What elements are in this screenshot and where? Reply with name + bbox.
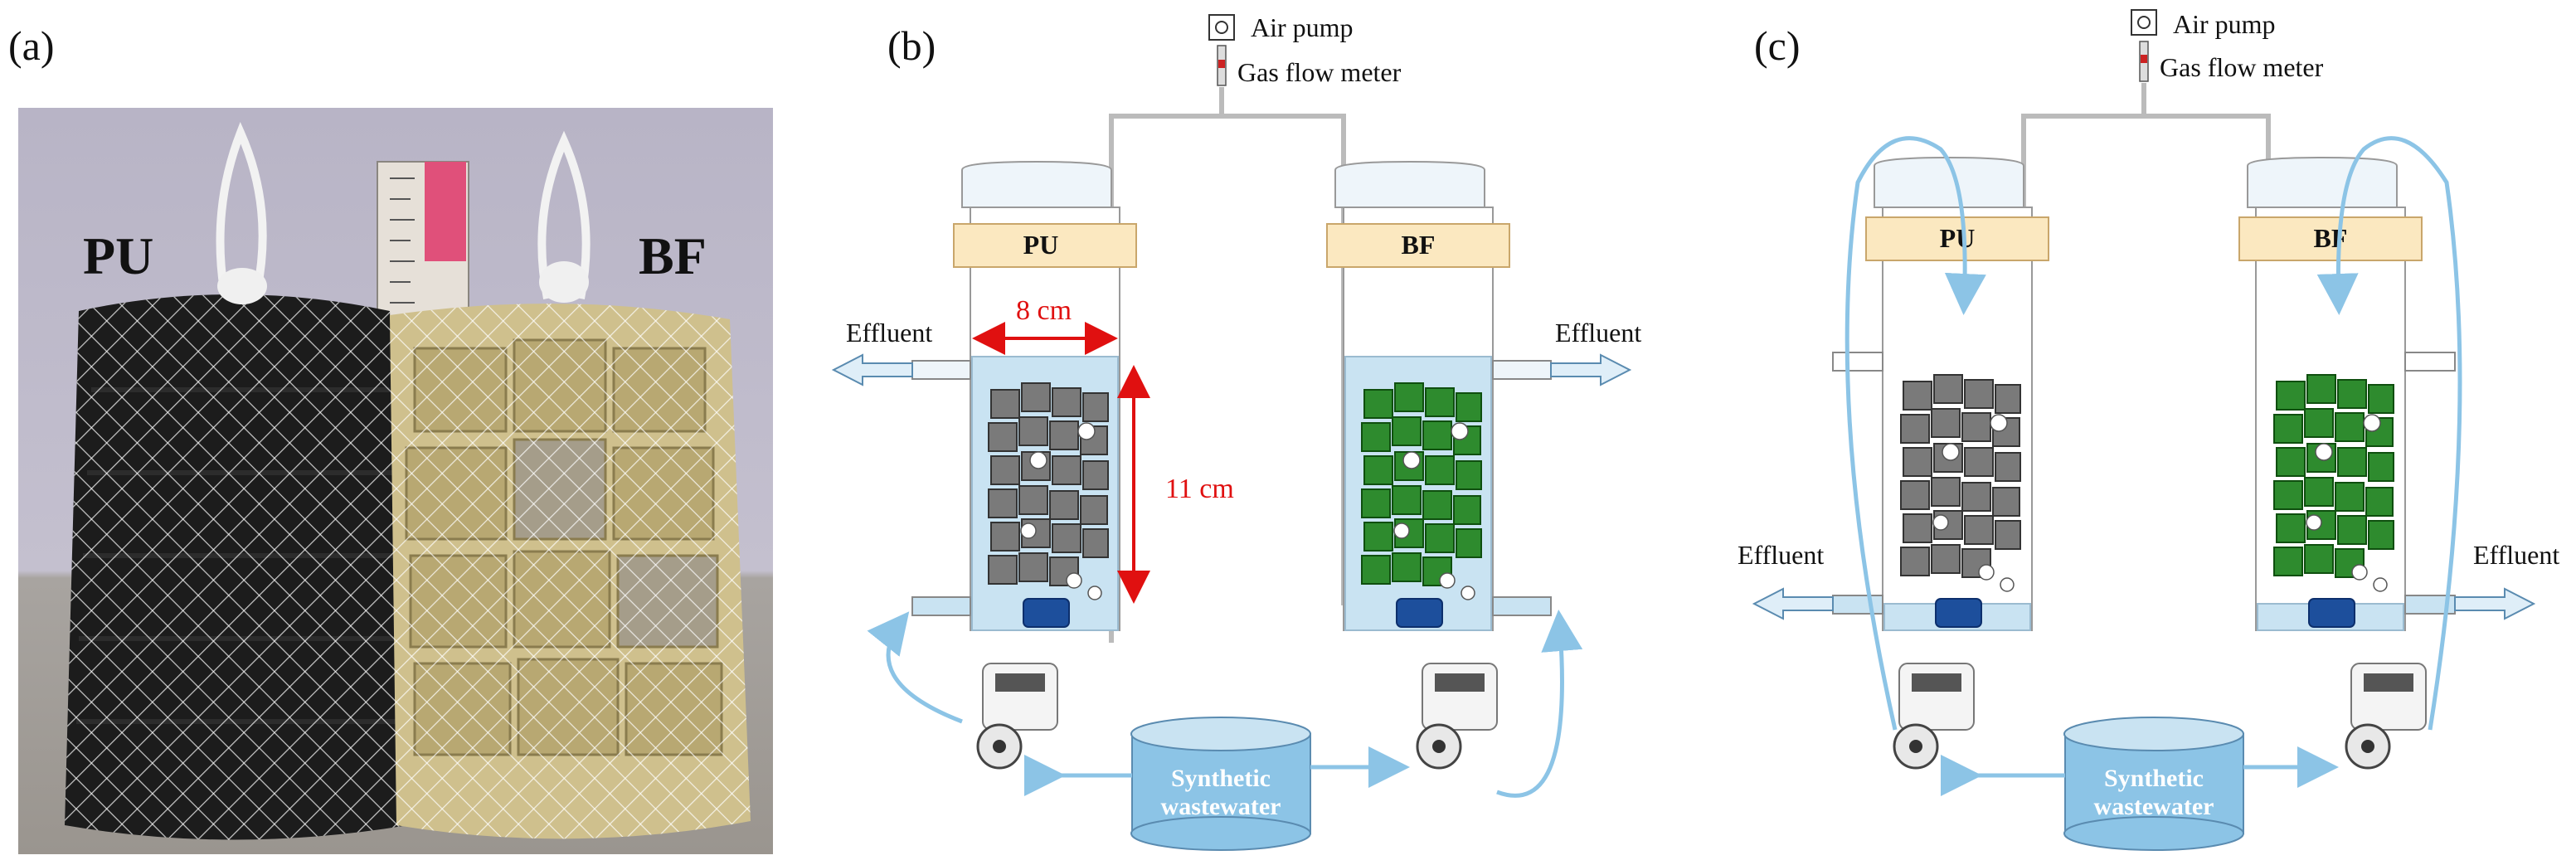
photo-label-bf: BF [639,226,707,285]
reactor-tag-label-bf: BF [1402,230,1436,260]
bf-cubes [1361,382,1482,586]
reactor-bf-c: BF [2238,156,2456,631]
reactor-tag-label-bf-c: BF [2314,223,2348,253]
tank-label-line1: Synthetic [1171,765,1271,792]
effluent-label-left-c: Effluent [1738,540,1824,570]
panel-a-label: (a) [8,22,55,69]
air-pump-icon [1208,14,1235,41]
inflow-pipe-right [1496,610,1583,798]
recirculation-pipe-left-c [1845,136,1986,731]
width-dimension-label: 8 cm [1016,295,1072,326]
inflow-pipe-left [867,611,963,724]
tank-label-line1-c: Synthetic [2104,765,2204,792]
reactor-pu: PU [911,160,1137,631]
effluent-arrow-left [831,353,913,386]
peristaltic-pump-left [976,663,1058,770]
pu-sponge-bag [65,121,408,840]
reactor-tag [953,223,1137,268]
photo-label-pu: PU [83,226,153,285]
peristaltic-pump-left-c [1893,663,1975,770]
panel-a: (a) [8,22,773,854]
gas-line-right [1222,114,1346,605]
gas-line-left-c [2021,83,2146,610]
panel-b: (b) Air pump Gas flow meter PU [831,12,1641,851]
effluent-label-left: Effluent [846,318,932,347]
wastewater-tank-c: Synthetic wastewater [2063,717,2244,851]
tank-label-line2: wastewater [1161,793,1281,820]
effluent-arrow-right [1550,353,1632,386]
effluent-arrow-left-c [1752,587,1834,620]
effluent-arrow-right-c [2454,587,2536,620]
gas-line-left [1109,87,1224,643]
reactor-tag-label-pu-c: PU [1940,223,1976,253]
ruler-image [377,161,469,337]
gas-flow-meter-label-c: Gas flow meter [2160,52,2324,82]
aerator-icon [1023,598,1070,628]
air-pump-label-c: Air pump [2173,9,2276,39]
height-dimension-label: 11 cm [1165,474,1234,504]
bf-carrier-bag [390,130,751,839]
panel-c: (c) Air pump Gas flow meter PU [1738,9,2559,851]
effluent-label-right: Effluent [1555,318,1641,347]
air-pump-label: Air pump [1251,12,1354,42]
pu-cubes [988,382,1109,586]
panel-c-label: (c) [1754,22,1801,69]
reactor-tag-label-pu: PU [1023,230,1059,260]
peristaltic-pump-right-c [2345,663,2427,770]
wastewater-tank: Synthetic wastewater [1130,717,1311,851]
peristaltic-pump-right [1416,663,1498,770]
tank-label-line2-c: wastewater [2094,793,2214,820]
panel-b-label: (b) [887,22,936,69]
reactor-bf: BF [1326,160,1552,631]
gas-flow-meter-label: Gas flow meter [1237,57,1402,87]
air-pump-icon-c [2131,9,2157,36]
effluent-label-right-c: Effluent [2473,540,2559,570]
recirculation-pipe-right-c [2316,136,2462,731]
